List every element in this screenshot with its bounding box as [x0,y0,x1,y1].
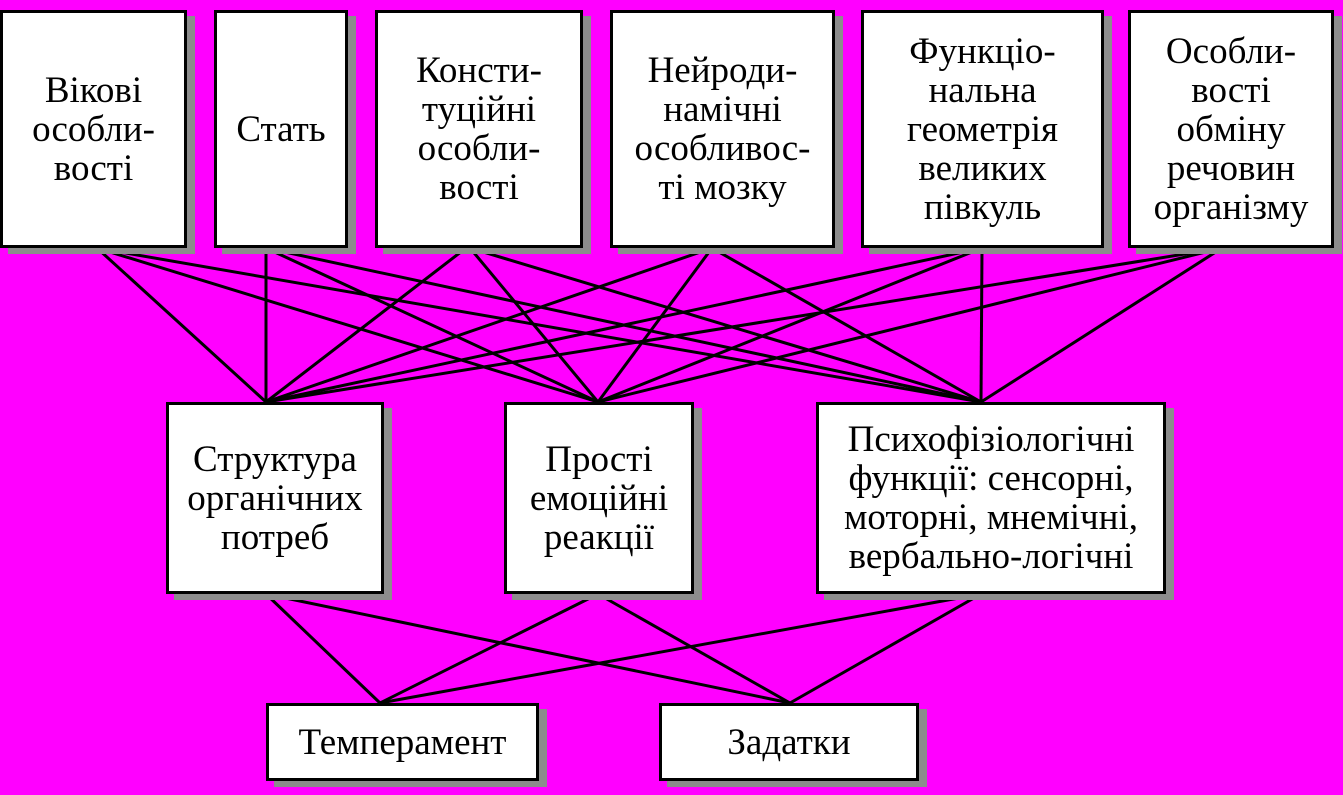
box-inclinations-label: Задатки [727,721,851,763]
connector-line [469,246,982,404]
connector-line [265,246,599,404]
connector-line [980,246,1223,404]
box-psychophysiological-functions-label: Психофізіологічні функції: сенсорні, мот… [844,419,1138,577]
connector-line [265,246,713,404]
connector-line [379,592,599,705]
connector-line [265,246,467,404]
box-constitutional-features-label: Консти- туційні особли- вості [416,50,542,208]
box-hemisphere-geometry-label: Функціо- нальна геометрія великих півкул… [906,30,1059,228]
connector-line [597,592,791,705]
box-sex-label: Стать [236,108,326,150]
box-temperament-label: Темперамент [298,721,507,763]
connector-line [597,246,1223,404]
box-temperament: Темперамент [266,703,539,781]
box-emotional-reactions: Прості емоційні реакції [504,402,694,594]
connector-line [789,592,982,705]
connector-line [96,246,599,404]
box-sex: Стать [214,10,348,248]
box-psychophysiological-functions: Психофізіологічні функції: сенсорні, мот… [816,402,1166,594]
box-inclinations: Задатки [659,703,919,781]
box-metabolism-features: Особли- вості обміну речовин організму [1128,10,1334,248]
connector-line [596,247,714,403]
box-metabolism-features-label: Особли- вості обміну речовин організму [1153,30,1309,228]
box-emotional-reactions-label: Прості емоційні реакції [529,438,669,558]
box-age-features: Вікові особли- вості [0,10,187,248]
box-neurodynamic-features-label: Нейроди- намічні особливос- ті мозку [634,50,811,208]
box-neurodynamic-features: Нейроди- намічні особливос- ті мозку [610,10,835,248]
connector-line [96,246,982,404]
connector-line [265,246,1223,404]
box-age-features-label: Вікові особли- вості [32,69,155,189]
box-organic-needs: Структура органічних потреб [166,402,384,594]
connector-line [265,592,791,705]
connector-line [979,247,984,403]
connector-line [265,246,983,404]
connector-line [597,246,983,404]
box-constitutional-features: Консти- туційні особли- вості [375,10,583,248]
connector-line [264,592,382,705]
connector-line [379,592,982,705]
connector-line [711,246,982,404]
box-organic-needs-label: Структура органічних потреб [187,438,363,558]
connector-line [95,246,268,404]
box-hemisphere-geometry: Функціо- нальна геометрія великих півкул… [861,10,1104,248]
connector-line [468,247,600,403]
